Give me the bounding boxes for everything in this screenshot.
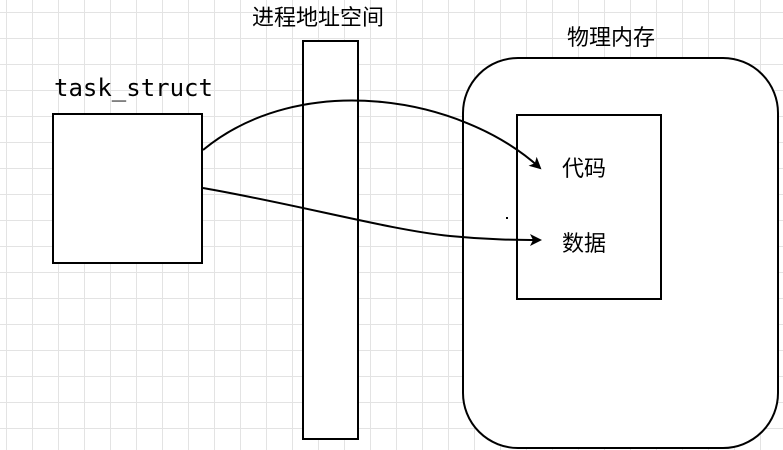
address-space-bar <box>302 40 359 440</box>
physical-memory-label: 物理内存 <box>567 26 656 51</box>
task-struct-label: task_struct <box>54 74 213 102</box>
task-struct-box <box>52 113 203 264</box>
dot-mark <box>506 217 508 219</box>
code-label: 代码 <box>562 157 607 182</box>
address-space-label: 进程地址空间 <box>252 6 385 31</box>
data-label: 数据 <box>562 232 607 257</box>
memory-region-box <box>516 114 662 300</box>
